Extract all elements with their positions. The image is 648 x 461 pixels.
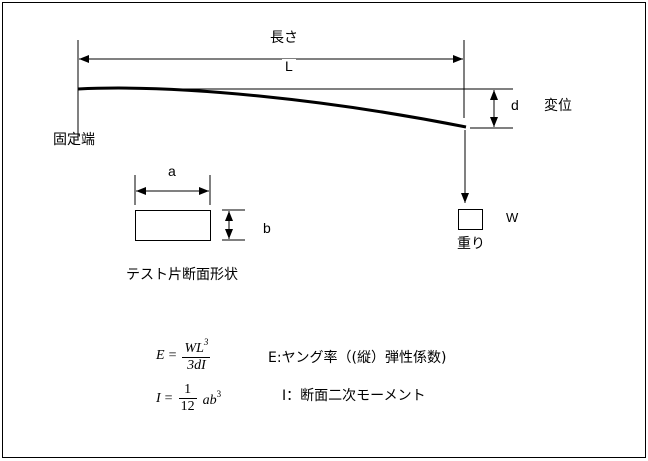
youngs-denominator: 3dI [187,358,206,373]
weight-label: 重り [457,236,485,252]
youngs-description: E:ヤング率（(縦）弾性係数) [268,350,447,366]
inertia-tail: ab3 [202,388,222,408]
youngs-lhs: E [156,347,165,363]
length-title: 長さ [270,30,298,46]
deflection-symbol: d [511,97,519,113]
width-symbol: a [168,163,176,179]
youngs-equals: = [168,347,177,363]
youngs-num-main: WL [184,341,204,356]
cross-section-rect [135,210,211,241]
inertia-lhs: I [156,390,161,406]
inertia-fraction: 1 12 [178,383,197,414]
youngs-numerator: WL3 [182,337,211,358]
fixed-end-label: 固定端 [53,132,95,148]
inertia-denominator: 12 [180,399,195,414]
inertia-tail-main: ab [202,392,217,408]
inertia-equals: = [164,390,173,406]
weight-box [458,209,483,230]
youngs-fraction: WL3 3dI [182,337,211,373]
youngs-formula: E = WL3 3dI [156,338,212,373]
weight-symbol: W [506,210,519,225]
deflected-beam [77,86,467,129]
length-symbol: L [282,59,296,73]
inertia-numerator: 1 [178,383,197,399]
height-symbol: b [263,220,271,236]
youngs-num-exp: 3 [203,337,209,347]
section-caption: テスト片断面形状 [126,267,238,283]
inertia-formula: I = 1 12 ab3 [156,383,221,414]
inertia-description: I：断面二次モーメント [282,388,426,404]
deflection-label: 変位 [544,98,572,114]
inertia-tail-exp: 3 [216,388,222,399]
